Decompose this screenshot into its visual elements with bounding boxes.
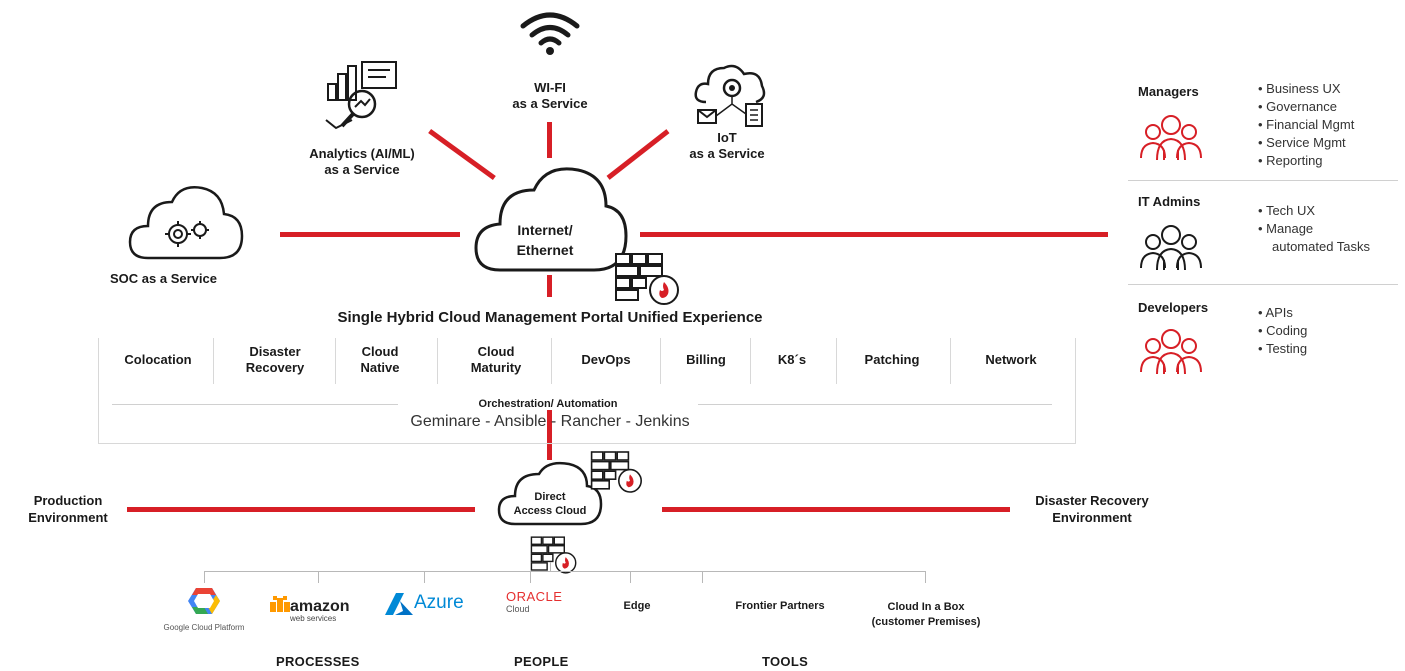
orchestration-tools: Geminare - Ansible - Rancher - Jenkins: [410, 413, 690, 430]
direct-access-cloud-label: Direct Access Cloud: [513, 491, 587, 517]
portal-frame-right: [1075, 338, 1076, 444]
wifi-service-label: WI-FI as a Service: [512, 80, 588, 111]
bullet-item: Manage: [1258, 220, 1370, 238]
portal-divider: [437, 338, 438, 384]
bullet-item: Reporting: [1258, 152, 1354, 170]
bullet-item: automated Tasks: [1272, 239, 1371, 254]
direct-access-cloud-icon: [495, 458, 605, 533]
people-red-icon: [1138, 326, 1204, 381]
provider-oracle: ORACLE Cloud: [506, 589, 563, 614]
connector-internet-portal: [547, 275, 552, 297]
connector-soc-internet: [280, 232, 460, 237]
portal-title: Single Hybrid Cloud Management Portal Un…: [337, 309, 763, 326]
soc-service-label: SOC as a Service: [110, 271, 217, 286]
bullet-item: Service Mgmt: [1258, 134, 1354, 152]
portal-item-network: Network: [985, 352, 1037, 367]
providers-tree-branch: [630, 571, 631, 583]
people-red-icon: [1138, 112, 1204, 167]
production-environment-label: Production Environment: [28, 493, 108, 525]
providers-tree-bar: [204, 571, 926, 572]
bullet-item: Financial Mgmt: [1258, 116, 1354, 134]
connector-disaster-recovery: [662, 507, 1010, 512]
bullet-item: APIs: [1258, 304, 1307, 322]
internet-cloud-label: Internet/ Ethernet: [516, 222, 574, 258]
providers-tree-stem: [550, 562, 551, 572]
connector-internet-roles: [640, 232, 1108, 237]
google-cloud-logo-icon: [187, 586, 221, 621]
disaster-recovery-environment-label: Disaster Recovery Environment: [1035, 493, 1149, 525]
providers-tree-branch: [530, 571, 531, 583]
provider-google-cloud: Google Cloud Platform: [163, 623, 245, 632]
provider-frontier-partners: Frontier Partners: [735, 600, 825, 612]
role-name-developers: Developers: [1138, 300, 1209, 315]
providers-tree-branch: [318, 571, 319, 583]
azure-logo-icon: [384, 592, 414, 621]
footer-people: PEOPLE: [514, 654, 569, 669]
amazon-logo-icon: [268, 594, 292, 619]
portal-divider: [335, 338, 336, 384]
bullet-item: Governance: [1258, 98, 1354, 116]
role-bullets-developers: APIs Coding Testing: [1258, 304, 1307, 358]
provider-amazon: amazon web services: [290, 598, 350, 624]
providers-tree-branch: [925, 571, 926, 583]
portal-divider: [950, 338, 951, 384]
bullet-item: Testing: [1258, 340, 1307, 358]
role-divider: [1128, 284, 1398, 285]
wifi-icon: [519, 10, 581, 61]
portal-item-patching: Patching: [864, 352, 920, 367]
portal-divider: [213, 338, 214, 384]
portal-item-devops: DevOps: [581, 352, 631, 367]
footer-processes: PROCESSES: [276, 654, 360, 669]
bullet-item: Coding: [1258, 322, 1307, 340]
providers-tree-branch: [702, 571, 703, 583]
people-black-icon: [1138, 222, 1204, 277]
portal-frame-left: [98, 338, 99, 444]
provider-edge: Edge: [623, 600, 651, 612]
role-bullets-it-admins: Tech UX Manage automated Tasks: [1258, 202, 1370, 256]
connector-production: [127, 507, 475, 512]
role-divider: [1128, 180, 1398, 181]
provider-azure: Azure: [414, 592, 464, 613]
analytics-service-label: Analytics (AI/ML) as a Service: [309, 146, 415, 177]
provider-cloud-in-a-box: Cloud In a Box (customer Premises): [871, 601, 981, 628]
iot-service-label: IoT as a Service: [689, 130, 765, 161]
role-name-it-admins: IT Admins: [1138, 194, 1201, 209]
analytics-icon: [322, 58, 402, 137]
portal-divider: [836, 338, 837, 384]
connector-portal-direct: [547, 408, 552, 460]
portal-frame-bottom: [98, 443, 1076, 444]
footer-tools: TOOLS: [762, 654, 809, 669]
firewall-icon: [590, 450, 646, 499]
portal-item-k8s: K8´s: [777, 352, 807, 367]
internet-cloud-icon: [470, 160, 630, 283]
portal-divider: [750, 338, 751, 384]
portal-divider: [660, 338, 661, 384]
iot-icon: [692, 58, 770, 137]
orchestration-title: Orchestration/ Automation: [398, 398, 698, 410]
providers-tree-branch: [204, 571, 205, 583]
firewall-icon: [530, 535, 580, 580]
soc-cloud-icon: [126, 180, 246, 271]
portal-item-colocation: Colocation: [124, 352, 192, 367]
providers-tree-branch: [424, 571, 425, 583]
role-name-managers: Managers: [1138, 84, 1199, 99]
portal-item-billing: Billing: [686, 352, 726, 367]
bullet-item: Tech UX: [1258, 202, 1370, 220]
bullet-item: Business UX: [1258, 80, 1354, 98]
connector-wifi: [547, 122, 552, 158]
firewall-icon: [614, 252, 684, 311]
role-bullets-managers: Business UX Governance Financial Mgmt Se…: [1258, 80, 1354, 170]
portal-divider: [551, 338, 552, 384]
